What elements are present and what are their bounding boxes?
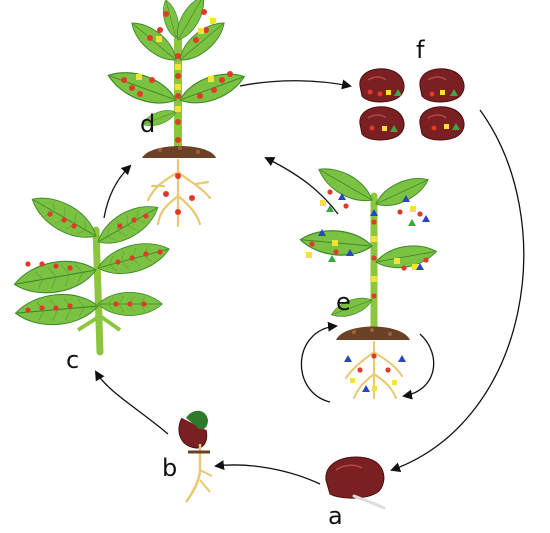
arrow-a-to-b (214, 460, 321, 485)
seed-icon (419, 68, 465, 103)
arrow-e-loop-left (300, 321, 338, 403)
soil-icon (336, 326, 410, 340)
seedling-icon: b (162, 410, 213, 503)
arrow-f-to-a (390, 109, 525, 472)
root-icon (146, 158, 212, 228)
label-d: d (140, 110, 155, 138)
plant-e: e (298, 160, 439, 399)
seed-icon (359, 68, 405, 103)
plant-d: d (103, 0, 249, 228)
label-f: f (416, 36, 425, 64)
arrow-d-to-f (239, 79, 352, 90)
label-b: b (162, 454, 177, 482)
label-a: a (328, 502, 343, 530)
cycle-arrow-icon (94, 79, 525, 485)
seed-a: a (325, 456, 386, 530)
seeds-f: f (359, 36, 465, 141)
seed-icon (359, 106, 405, 141)
plant-c: c (11, 187, 173, 374)
label-c: c (66, 346, 79, 374)
label-e: e (336, 288, 351, 316)
arrow-e-loop-right (402, 333, 435, 400)
arrow-c-to-d (103, 164, 132, 219)
arrow-b-to-c (94, 370, 169, 435)
arrow-e-to-d (264, 157, 339, 215)
seed-icon (419, 106, 465, 141)
